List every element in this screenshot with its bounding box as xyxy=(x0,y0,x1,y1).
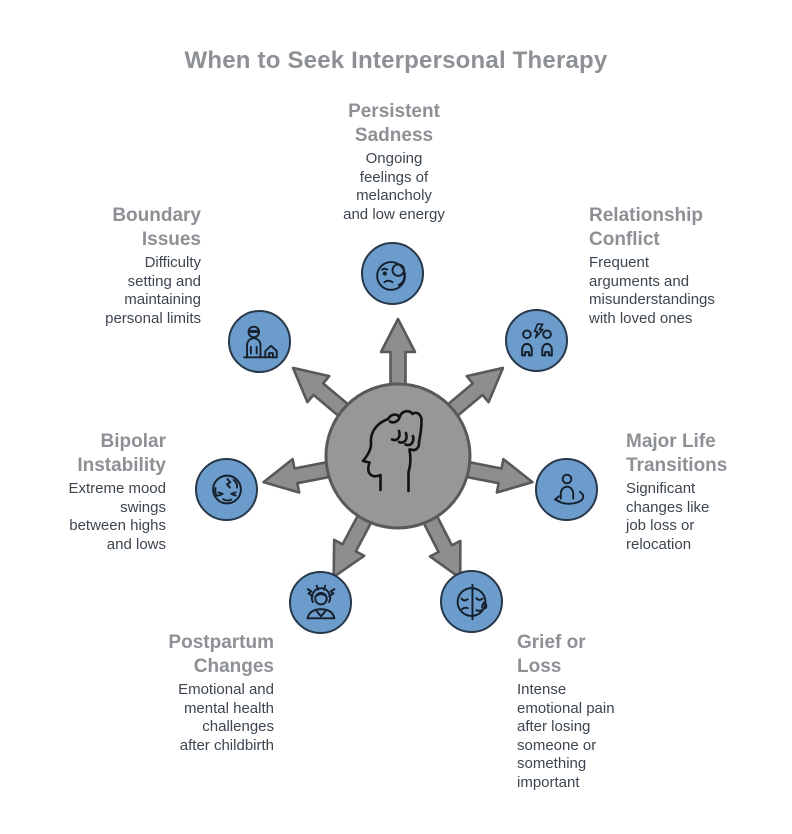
head-scratching-thought-icon xyxy=(361,409,423,493)
page-title: When to Seek Interpersonal Therapy xyxy=(184,47,608,74)
hub-circle xyxy=(324,382,472,530)
two-people-conflict-icon xyxy=(505,309,568,372)
person-and-house-icon xyxy=(228,310,291,373)
mood-lightning-face-icon xyxy=(195,458,258,521)
person-transition-cycle-icon xyxy=(535,458,598,521)
sad-face-icon xyxy=(361,242,424,305)
two-faced-grief-icon xyxy=(440,570,503,633)
stressed-mother-icon xyxy=(289,571,352,634)
